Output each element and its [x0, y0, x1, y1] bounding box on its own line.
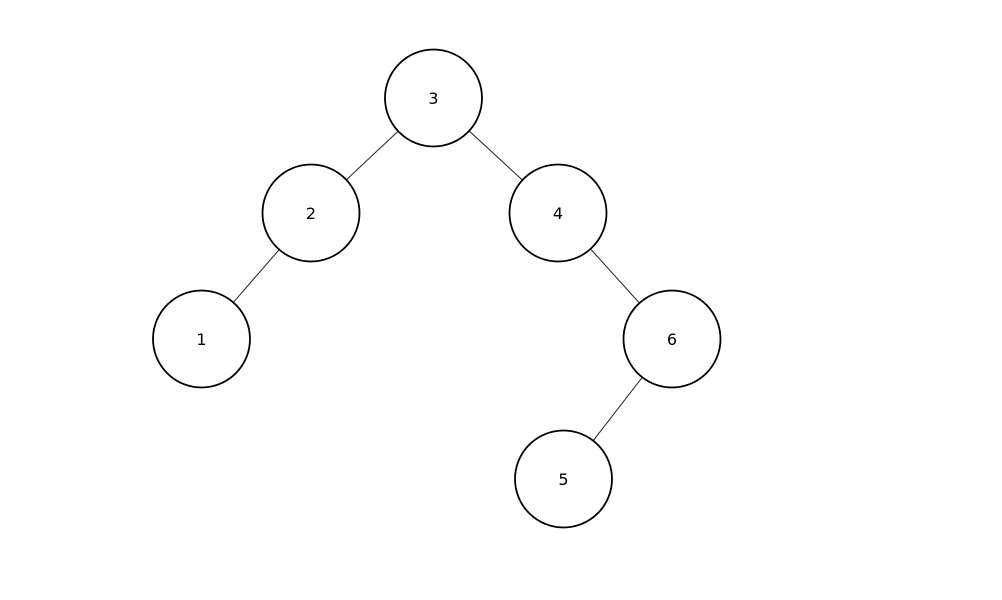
edges-layer	[232, 129, 644, 442]
tree-node-6[interactable]: 6	[622, 289, 722, 389]
tree-node-3[interactable]: 3	[384, 48, 483, 148]
tree-edge-3-4	[468, 129, 524, 182]
tree-node-5[interactable]: 5	[514, 429, 613, 529]
node-circle-1[interactable]	[152, 289, 251, 389]
node-label-2: 2	[306, 204, 316, 223]
nodes-layer: 3 2 4 1 6 5	[152, 48, 722, 529]
node-circle-2[interactable]	[261, 163, 361, 263]
node-label-4: 4	[553, 204, 563, 223]
tree-edge-4-6	[589, 247, 641, 305]
node-label-3: 3	[428, 89, 438, 108]
tree-node-4[interactable]: 4	[508, 163, 608, 263]
node-label-6: 6	[667, 330, 677, 349]
tree-node-1[interactable]: 1	[152, 289, 251, 389]
tree-edge-6-5	[592, 376, 644, 442]
node-circle-4[interactable]	[508, 163, 608, 263]
tree-edge-3-2	[345, 130, 400, 181]
node-circle-5[interactable]	[514, 429, 613, 529]
tree-node-2[interactable]: 2	[261, 163, 361, 263]
node-circle-6[interactable]	[622, 289, 722, 389]
tree-edge-2-1	[232, 248, 281, 304]
node-circle-3[interactable]	[384, 48, 483, 148]
node-label-5: 5	[558, 470, 568, 489]
node-label-1: 1	[196, 330, 206, 349]
